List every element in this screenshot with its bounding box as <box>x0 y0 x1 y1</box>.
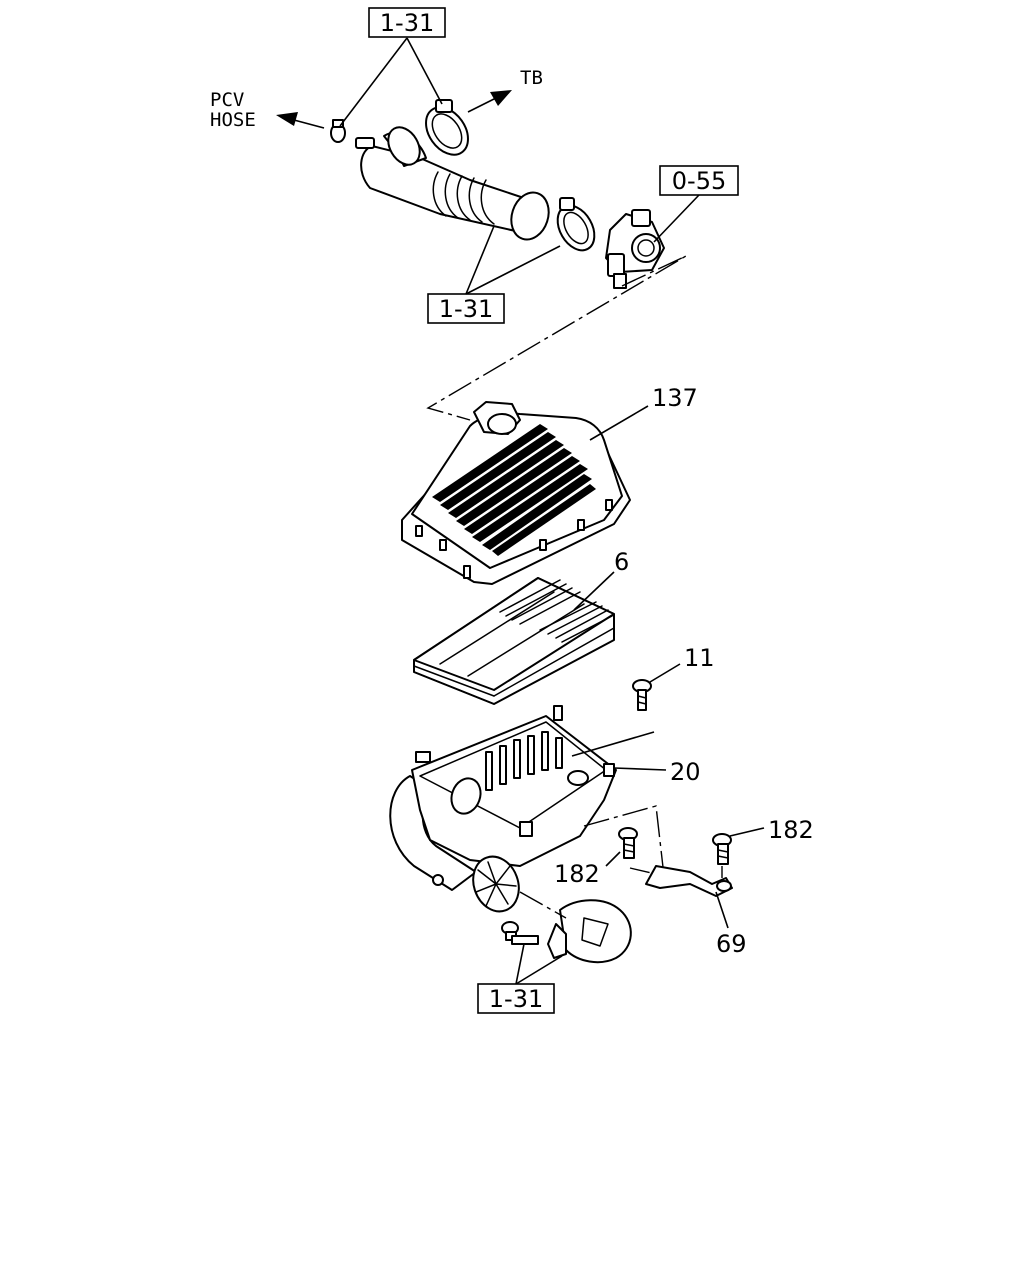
hose-label: HOSE <box>210 109 256 131</box>
part-69-label: 69 <box>716 930 747 958</box>
ref-box-sensor: 0-55 <box>653 165 739 243</box>
pcv-label: PCV <box>210 89 244 111</box>
ref-sensor-text: 0-55 <box>672 167 726 195</box>
tb-arrow <box>467 90 512 113</box>
part-182-left-label: 182 <box>554 860 600 888</box>
bracket-69: 69 <box>645 865 747 958</box>
part-137-label: 137 <box>652 384 698 412</box>
cover-clips <box>415 499 613 579</box>
housing-ribs <box>485 731 563 791</box>
air-cleaner-cover: 137 <box>401 384 698 585</box>
bottom-bolt <box>501 921 539 945</box>
hose-clamp-large <box>425 99 469 156</box>
intake-hose <box>355 126 550 241</box>
housing-to-resonator-path <box>519 891 567 919</box>
air-cleaner-housing: 20 <box>389 705 701 913</box>
hose-clamp-small <box>330 119 346 143</box>
part-11-label: 11 <box>684 644 715 672</box>
intake-vanes <box>475 861 517 907</box>
part-182-right-label: 182 <box>768 816 814 844</box>
ref-top-text: 1-31 <box>380 9 434 37</box>
ref-bottom-text: 1-31 <box>489 985 543 1013</box>
screw-11: 11 <box>632 644 715 711</box>
ref-box-bottom: 1-31 <box>477 943 563 1014</box>
pcv-hose-arrow <box>276 112 325 129</box>
ref-hose-text: 1-31 <box>439 295 493 323</box>
ref-box-hose: 1-31 <box>427 225 561 324</box>
filter-pleats <box>499 579 613 643</box>
ref-box-top: 1-31 <box>339 7 446 127</box>
air-sensor <box>605 209 665 289</box>
sensor-to-cover-path <box>426 255 687 421</box>
filter-element: 6 <box>413 548 629 705</box>
housing-to-bracket-path <box>583 805 665 877</box>
tb-label: TB <box>520 67 543 89</box>
hose-clamp-outlet <box>556 197 596 252</box>
bolt-182-left: 182 <box>554 827 638 888</box>
bolt-182-right: 182 <box>712 816 814 878</box>
part-20-label: 20 <box>670 758 701 786</box>
cover-ribs <box>432 424 596 556</box>
part-6-label: 6 <box>614 548 629 576</box>
resonator <box>547 899 632 964</box>
